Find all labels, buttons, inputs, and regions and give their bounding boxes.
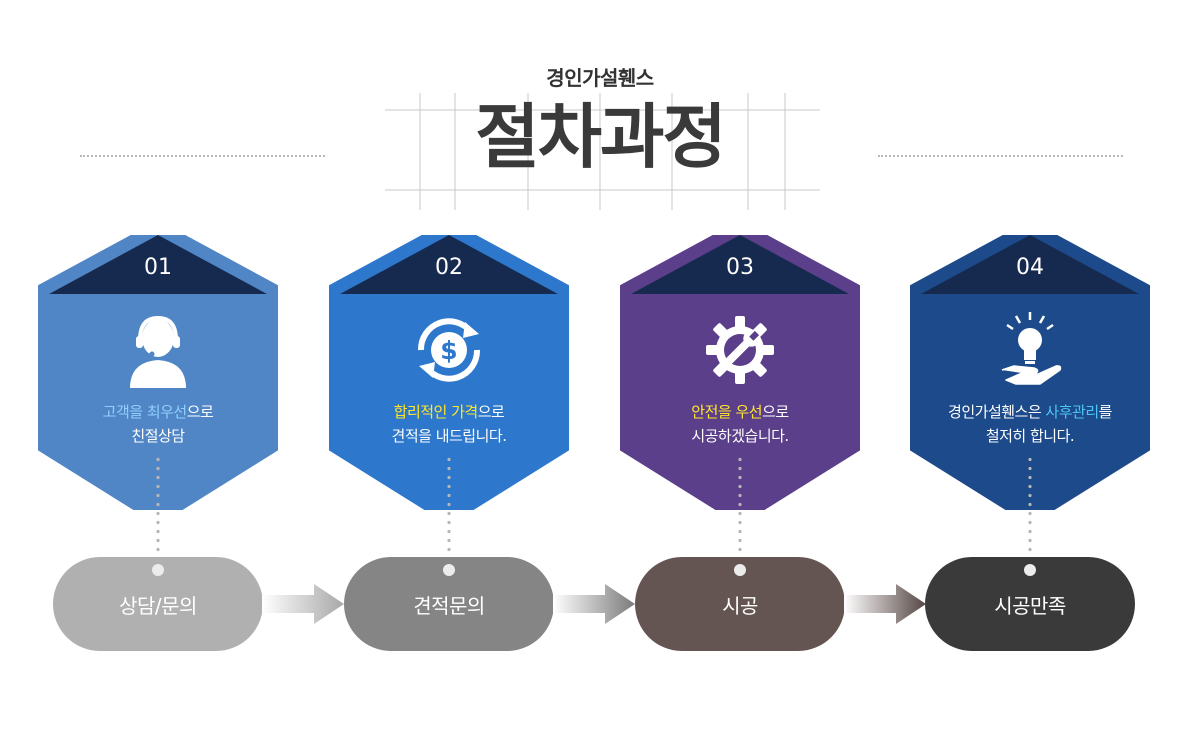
gear-wrench-icon: [700, 310, 780, 390]
step-line2: 시공하겠습니다.: [691, 427, 789, 445]
connector-endpoint: [443, 564, 455, 576]
title-divider-right: [878, 155, 1123, 157]
connector-dots-3: [738, 455, 742, 555]
svg-text:$: $: [440, 336, 457, 365]
step-card-1: 01 고객을 최우선으로 친절상담: [38, 235, 278, 510]
step-card-4: 04 경인가설휀스은 사후관리를 철저히 합니다.: [910, 235, 1150, 510]
title-divider-left: [80, 155, 325, 157]
step-line1-rest: 으로: [477, 403, 505, 421]
step-highlight: 안전을 우선: [691, 403, 763, 421]
arrow-right-icon: [844, 584, 926, 624]
step-description: 합리적인 가격으로 견적을 내드립니다.: [339, 400, 559, 448]
step-description: 경인가설휀스은 사후관리를 철저히 합니다.: [920, 400, 1140, 448]
company-name: 경인가설휀스: [546, 66, 654, 90]
step-highlight: 사후관리: [1045, 403, 1099, 421]
page-title: 절차과정: [475, 96, 727, 178]
step-card-3: 03 안전을 우선으로 시공하겠습니다.: [620, 235, 860, 510]
process-step-estimate: 견적문의: [344, 557, 554, 651]
connector-endpoint: [1024, 564, 1036, 576]
step-number: 03: [726, 255, 754, 280]
connector-dots-1: [156, 455, 160, 555]
step-highlight: 합리적인 가격: [393, 403, 479, 421]
hexagon-shape: [329, 235, 569, 510]
lightbulb-hand-icon: [990, 310, 1070, 390]
connector-endpoint: [734, 564, 746, 576]
headset-person-icon: [118, 310, 198, 390]
step-line2: 철저히 합니다.: [985, 427, 1075, 445]
step-highlight: 고객을 최우선: [102, 403, 188, 421]
step-card-2: 02 $ 합리적인 가격으로 견적을 내드립니다.: [329, 235, 569, 510]
step-line1-rest: 를: [1098, 403, 1113, 421]
step-number: 02: [435, 255, 463, 280]
arrow-right-icon: [262, 584, 344, 624]
connector-dots-2: [447, 455, 451, 555]
dollar-cycle-icon: $: [409, 310, 489, 390]
step-number: 01: [144, 255, 172, 280]
step-line2: 견적을 내드립니다.: [391, 427, 507, 445]
step-description: 안전을 우선으로 시공하겠습니다.: [630, 400, 850, 448]
step-line1-rest: 으로: [186, 403, 214, 421]
step-line2: 친절상담: [131, 427, 185, 445]
step-description: 고객을 최우선으로 친절상담: [48, 400, 268, 448]
connector-endpoint: [152, 564, 164, 576]
arrow-right-icon: [553, 584, 635, 624]
connector-dots-4: [1028, 455, 1032, 555]
step-line1-prefix: 경인가설휀스은: [948, 403, 1046, 421]
step-number: 04: [1016, 255, 1044, 280]
step-line1-rest: 으로: [762, 403, 789, 421]
